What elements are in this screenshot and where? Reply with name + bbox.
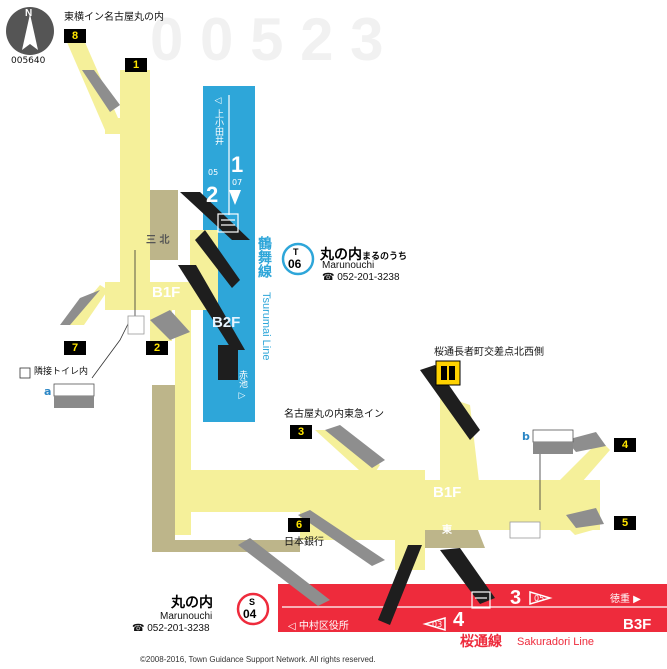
floor-b1f-upper: B1F (152, 284, 181, 301)
exit-2-marker[interactable]: 2 (146, 341, 168, 355)
floor-b1f-lower: B1F (433, 484, 462, 501)
compass-needle (22, 14, 38, 50)
map-id: 005640 (11, 56, 46, 66)
floor-b2f: B2F (212, 314, 241, 331)
exit-number: 4 (621, 438, 629, 451)
stairways (178, 192, 495, 625)
exit8-place-label: 東横イン名古屋丸の内 (64, 12, 164, 23)
north-marker: 三 北 (146, 235, 170, 246)
exit-number: 5 (621, 516, 629, 529)
facility-icons-b (532, 429, 574, 454)
sakuradori-line-jp: 桜通線 (460, 634, 502, 650)
boj-label: 日本銀行 (284, 537, 324, 548)
sakuradori-corner-label: 桜通長者町交差点北西側 (434, 347, 544, 358)
neighbor-toilet-icon (19, 367, 31, 379)
sakuradori-dir-west: ◁ 中村区役所 (288, 621, 349, 632)
escalator-icon (217, 213, 491, 609)
neighbor-toilet-label: 隣接トイレ内 (34, 367, 89, 377)
sakuradori-east-arrow (529, 590, 553, 606)
sakuradori-code-number: 04 (243, 607, 257, 621)
watermark-top: 0 0 5 2 3 (150, 6, 384, 73)
east-marker: 東 (442, 525, 452, 536)
facility-group-b: b (522, 430, 530, 443)
khaki-block-upper (150, 190, 178, 260)
exit-number: 1 (132, 58, 140, 71)
sakuradori-platform-4: 4 (453, 609, 465, 631)
copyright: ©2008-2016, Town Guidance Support Networ… (140, 655, 376, 664)
tsurumai-dir-south-code: 07 (232, 178, 243, 187)
tsurumai-phone: ☎ 052-201-3238 (322, 272, 400, 283)
stair-shading (60, 70, 606, 606)
tsurumai-platform-1: 1 (231, 152, 244, 177)
station-kana: まるのうち (362, 252, 408, 262)
sakuradori-platform-3: 3 (510, 587, 522, 609)
sakuradori-dir-west-code: 03 (432, 620, 443, 629)
exit-number: 3 (297, 425, 305, 438)
tsurumai-line-jp: 鶴舞線 (256, 236, 272, 278)
tsurumai-station-name: 丸の内まるのうち (320, 246, 407, 262)
tsurumai-station-code (281, 242, 315, 276)
sakuradori-phone: ☎ 052-201-3238 (132, 623, 210, 634)
tsurumai-dir-north-code: 05 (208, 168, 219, 177)
exit-4-marker[interactable]: 4 (614, 438, 636, 452)
b1f-passages (66, 40, 610, 570)
sakuradori-code-letter: S (249, 597, 256, 607)
tsurumai-code-number: 06 (288, 257, 302, 271)
exit-1-marker[interactable]: 1 (125, 58, 147, 72)
facility-group-a: a (44, 385, 52, 398)
tsurumai-south-arrow (229, 190, 241, 205)
exit-number: 7 (71, 341, 79, 354)
floor-b3f: B3F (623, 616, 652, 633)
exit-number: 2 (153, 341, 161, 354)
tsurumai-line-en: Tsurumai Line (260, 292, 272, 361)
toilet-icon (127, 315, 145, 335)
exit-number: 6 (295, 518, 303, 531)
exit-number: 8 (71, 29, 79, 42)
toilet-icon-east (509, 521, 541, 539)
sakuradori-dir-east-code: 05 (534, 594, 545, 603)
exit-6-marker[interactable]: 6 (288, 518, 310, 532)
guide-line-a (91, 319, 131, 379)
tsurumai-dir-north: ◁ 上小田井 (213, 96, 223, 145)
tsurumai-code-letter: T (293, 247, 299, 257)
elevator-icon (435, 360, 461, 386)
tsurumai-dir-south: 赤池 ▷ (237, 370, 247, 401)
khaki-corridor-west (152, 385, 300, 552)
exit-5-marker[interactable]: 5 (614, 516, 636, 530)
tsurumai-platform-2: 2 (206, 182, 219, 207)
exit-7-marker[interactable]: 7 (64, 341, 86, 355)
station-name: 丸の内 (320, 247, 362, 263)
sakuradori-station-name: 丸の内 (171, 595, 213, 611)
meitetsu-inn-label: 名古屋丸の内東急イン (284, 409, 384, 420)
compass-letter: N (25, 8, 33, 19)
tsurumai-romaji: Marunouchi (322, 260, 375, 271)
facility-icons-a (53, 383, 95, 408)
exit-3-marker[interactable]: 3 (290, 425, 312, 439)
sakuradori-dir-east: 徳重 ▶ (610, 594, 641, 605)
sakuradori-romaji: Marunouchi (160, 611, 213, 622)
sakuradori-line-en: Sakuradori Line (517, 636, 595, 648)
sakuradori-west-arrow (422, 616, 446, 632)
sakuradori-station-code (236, 592, 270, 626)
exit-8-marker[interactable]: 8 (64, 29, 86, 43)
